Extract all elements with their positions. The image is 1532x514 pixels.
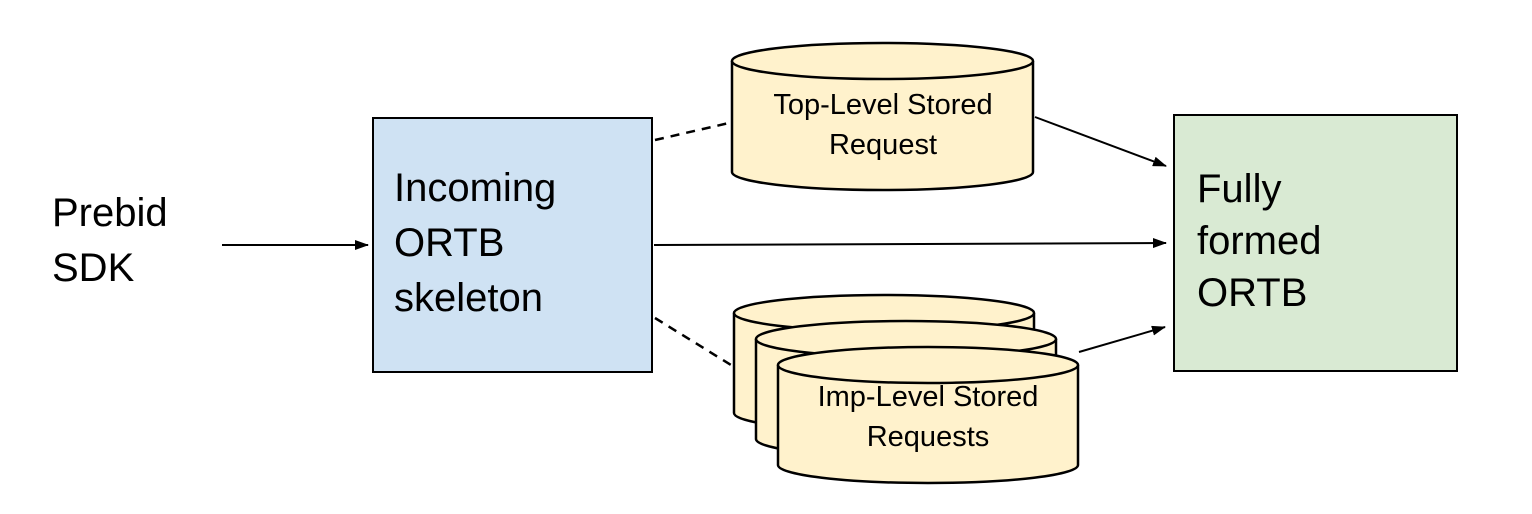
cylinder-body	[730, 61, 1035, 192]
label-line: Request	[828, 129, 937, 161]
label-line: Fully	[1197, 167, 1282, 211]
top-level-stored-request-label: Top-Level Stored Request	[732, 85, 1034, 165]
prebid-sdk-label: Prebid SDK	[52, 186, 232, 296]
fully-formed-ortb-label: Fully formed ORTB	[1197, 163, 1447, 319]
connector-incoming-to-topstored-dashed	[654, 121, 730, 142]
fully-formed-ortb-box	[1173, 114, 1458, 372]
imp-level-stored-requests-stack	[732, 293, 1080, 485]
label-line: Requests	[866, 421, 990, 453]
top-level-stored-request-cylinder	[730, 41, 1035, 192]
label-line: ORTB	[394, 221, 505, 265]
imp-level-stored-requests-label: Imp-Level Stored Requests	[778, 377, 1078, 457]
label-line: formed	[1197, 219, 1322, 263]
label-line: Incoming	[394, 166, 557, 210]
label-line: skeleton	[394, 276, 543, 320]
incoming-ortb-skeleton-label: Incoming ORTB skeleton	[394, 161, 644, 326]
cylinder-top	[730, 41, 1035, 81]
label-line: SDK	[52, 246, 135, 290]
connector-topstored-to-fully	[1034, 116, 1167, 167]
cylinder-top	[776, 345, 1080, 385]
label-line: Top-Level Stored	[773, 89, 993, 121]
label-line: Prebid	[52, 191, 168, 235]
stack-cylinder-front	[776, 345, 1080, 485]
connector-incoming-to-fully	[653, 238, 1167, 249]
label-line: ORTB	[1197, 271, 1308, 315]
connector-impstored-to-fully	[1078, 325, 1166, 353]
connector-incoming-to-impstored-dashed	[654, 316, 732, 367]
incoming-ortb-skeleton-box	[372, 117, 653, 373]
label-line: Imp-Level Stored	[817, 381, 1039, 413]
cylinder-body	[776, 365, 1080, 485]
